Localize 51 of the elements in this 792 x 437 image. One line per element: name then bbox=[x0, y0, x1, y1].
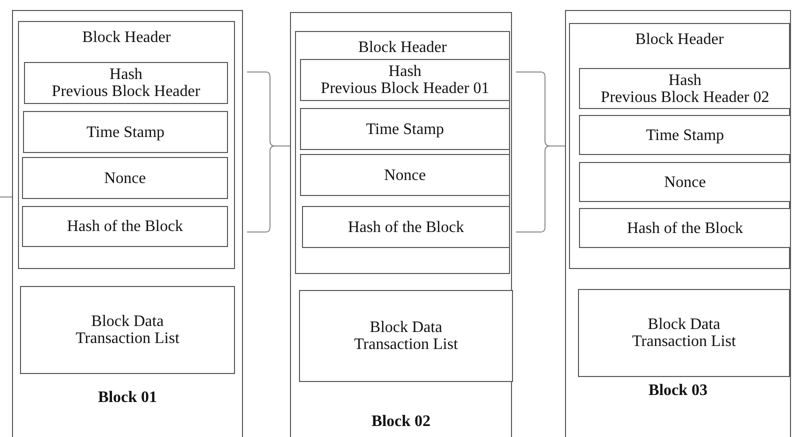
field-text: Transaction List bbox=[354, 336, 458, 353]
field-box bbox=[24, 62, 228, 104]
field-text: Block Data bbox=[91, 313, 164, 330]
field-text: Time Stamp bbox=[366, 120, 444, 138]
field-text: Hash of the Block bbox=[67, 218, 183, 235]
field-box bbox=[23, 111, 228, 153]
field-box bbox=[22, 206, 228, 247]
header-title: Block Header bbox=[357, 38, 448, 58]
header-box bbox=[295, 31, 510, 274]
block-caption: Block 03 bbox=[647, 381, 709, 401]
connector-line bbox=[0, 196, 12, 198]
field-text: Hash bbox=[668, 72, 702, 88]
field-box bbox=[579, 115, 791, 155]
field-text: Transaction List bbox=[632, 333, 736, 350]
field-box bbox=[579, 208, 791, 248]
block-panel bbox=[565, 10, 791, 437]
field-box bbox=[579, 68, 791, 109]
data-box bbox=[578, 289, 790, 377]
field-text: Transaction List bbox=[76, 330, 180, 347]
field-box bbox=[300, 59, 510, 101]
field-text: Nonce bbox=[664, 174, 706, 190]
block-panel bbox=[12, 10, 243, 437]
brace-connector bbox=[516, 72, 566, 232]
field-text: Hash bbox=[110, 66, 142, 83]
field-text: Nonce bbox=[384, 166, 426, 184]
field-text: Block Data bbox=[648, 316, 720, 333]
field-box bbox=[300, 108, 510, 150]
block-caption: Block 01 bbox=[96, 388, 158, 408]
field-text: Time Stamp bbox=[86, 124, 165, 140]
field-text: Block Data bbox=[370, 319, 442, 336]
field-text: Nonce bbox=[104, 170, 146, 186]
field-box bbox=[579, 162, 791, 202]
block-caption: Block 02 bbox=[370, 412, 432, 432]
block-panel bbox=[290, 12, 512, 437]
data-box bbox=[20, 286, 235, 374]
field-text: Time Stamp bbox=[646, 126, 724, 144]
header-box bbox=[18, 21, 235, 269]
field-text: Hash bbox=[388, 63, 422, 80]
field-text: Hash of the Block bbox=[627, 220, 743, 236]
header-box bbox=[569, 23, 790, 269]
header-title: Block Header bbox=[634, 30, 725, 50]
data-box bbox=[299, 290, 513, 382]
field-box bbox=[300, 154, 510, 196]
header-title: Block Header bbox=[81, 28, 172, 48]
field-text: Previous Block Header bbox=[52, 83, 200, 100]
field-text: Previous Block Header 01 bbox=[320, 80, 490, 97]
field-text: Previous Block Header 02 bbox=[600, 88, 770, 106]
field-box bbox=[22, 157, 228, 199]
field-text: Hash of the Block bbox=[348, 218, 464, 236]
brace-connector bbox=[246, 72, 290, 232]
field-box bbox=[302, 206, 510, 248]
